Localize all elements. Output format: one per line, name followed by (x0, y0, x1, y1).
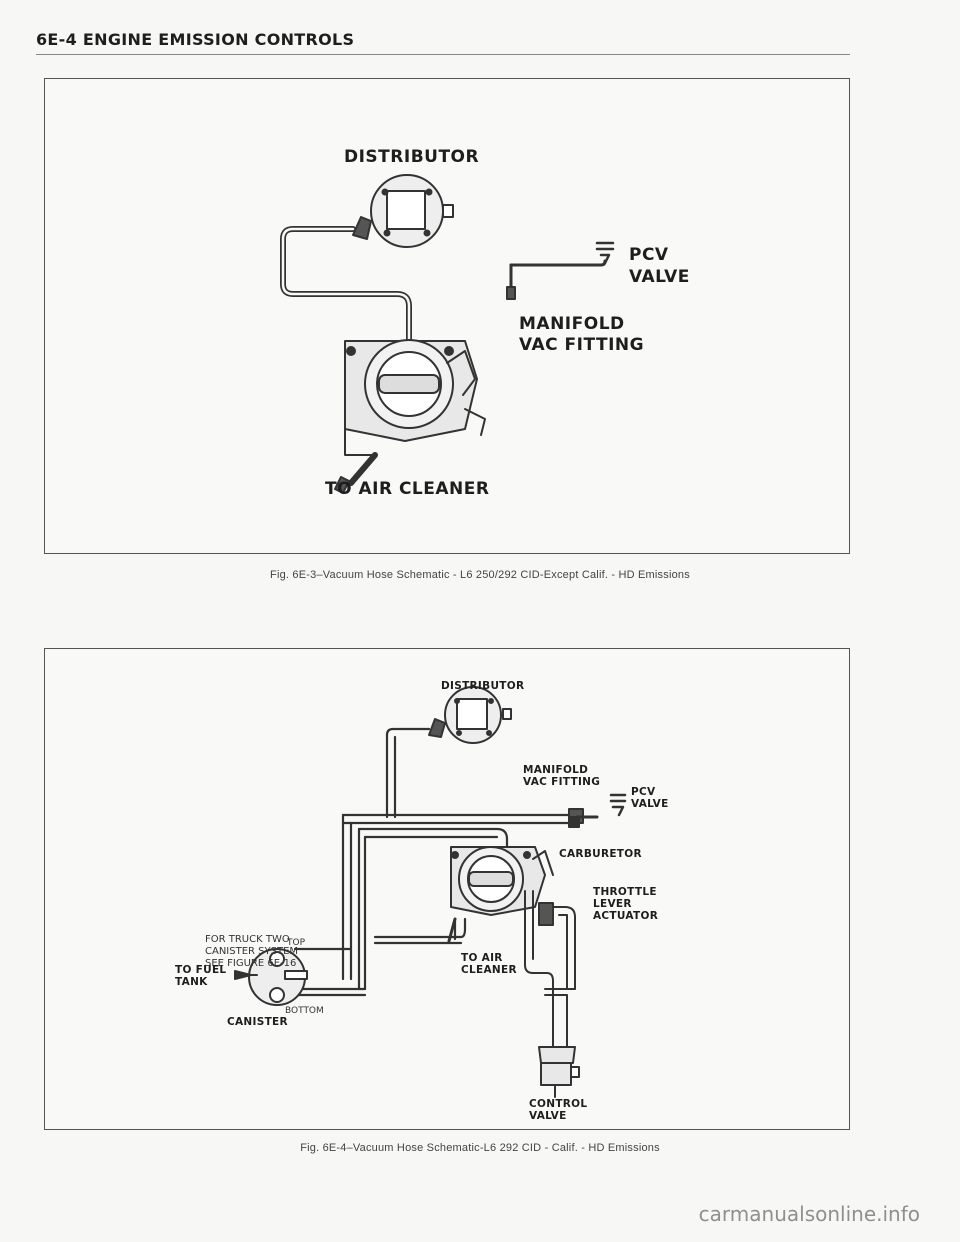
fig2-label-truck-3: SEE FIGURE 6E-16 (205, 958, 297, 969)
fig2-label-control-2: VALVE (529, 1110, 567, 1122)
figure-6e-3: DISTRIBUTOR PCV VALVE MANIFOLD VAC FITTI… (44, 78, 850, 554)
fig2-label-pcv-1: PCV (631, 786, 656, 798)
fig2-label-pcv-2: VALVE (631, 798, 669, 810)
distributor-drawing (352, 174, 454, 248)
fig2-label-air-2: CLEANER (461, 964, 517, 976)
hose-distributor-carburetor (280, 226, 412, 344)
fig2-label-air-1: TO AIR (461, 952, 503, 964)
fig1-label-distributor: DISTRIBUTOR (344, 147, 480, 167)
fig1-label-pcv-2: VALVE (629, 267, 690, 287)
fig2-label-canister: CANISTER (227, 1016, 288, 1028)
fig2-label-manifold-2: VAC FITTING (523, 776, 601, 788)
fig1-label-manifold-1: MANIFOLD (519, 314, 625, 334)
distributor-drawing-2 (428, 686, 512, 744)
watermark: carmanualsonline.info (698, 1202, 920, 1226)
fig2-label-carburetor: CARBURETOR (559, 848, 642, 860)
fig2-label-truck-2: CANISTER SYSTEM (205, 946, 299, 957)
header-rule (36, 54, 850, 55)
pcv-valve-drawing (506, 241, 615, 300)
carburetor-drawing-2 (450, 846, 554, 916)
control-valve-drawing (538, 1046, 580, 1098)
figure-6e-3-caption: Fig. 6E-3–Vacuum Hose Schematic - L6 250… (270, 569, 690, 581)
figure-6e-4-caption: Fig. 6E-4–Vacuum Hose Schematic-L6 292 C… (300, 1142, 660, 1154)
carburetor-drawing (344, 339, 486, 456)
fig1-label-pcv-1: PCV (629, 245, 669, 265)
canister-drawing (234, 948, 308, 1006)
figure-6e-4-drawing (234, 686, 627, 1098)
fig2-label-top: TOP (287, 938, 306, 948)
fig1-label-air-cleaner: TO AIR CLEANER (325, 479, 490, 499)
figure-6e-3-drawing (280, 174, 615, 494)
fig2-label-throttle-2: LEVER (593, 898, 632, 910)
hose-air-cleaner (348, 452, 378, 486)
page-header: 6E-4 ENGINE EMISSION CONTROLS (36, 30, 355, 49)
fig2-label-fuel-2: TANK (175, 976, 208, 988)
fig2-label-throttle-1: THROTTLE (593, 886, 657, 898)
fig2-label-control-1: CONTROL (529, 1098, 588, 1110)
fig2-label-throttle-3: ACTUATOR (593, 910, 659, 922)
vacuum-hoses (293, 727, 579, 997)
fig2-label-fuel-1: TO FUEL (175, 964, 227, 976)
fig2-label-bottom: BOTTOM (285, 1006, 324, 1016)
pcv-valve-drawing-2 (568, 793, 627, 828)
figure-6e-4: DISTRIBUTOR MANIFOLD VAC FITTING PCV VAL… (44, 648, 850, 1130)
fig2-label-manifold-1: MANIFOLD (523, 764, 589, 776)
throttle-actuator-drawing (524, 890, 576, 1050)
fig2-label-truck-1: FOR TRUCK TWO (205, 934, 290, 945)
fig2-label-distributor: DISTRIBUTOR (441, 680, 525, 692)
fig1-label-manifold-2: VAC FITTING (519, 335, 645, 355)
